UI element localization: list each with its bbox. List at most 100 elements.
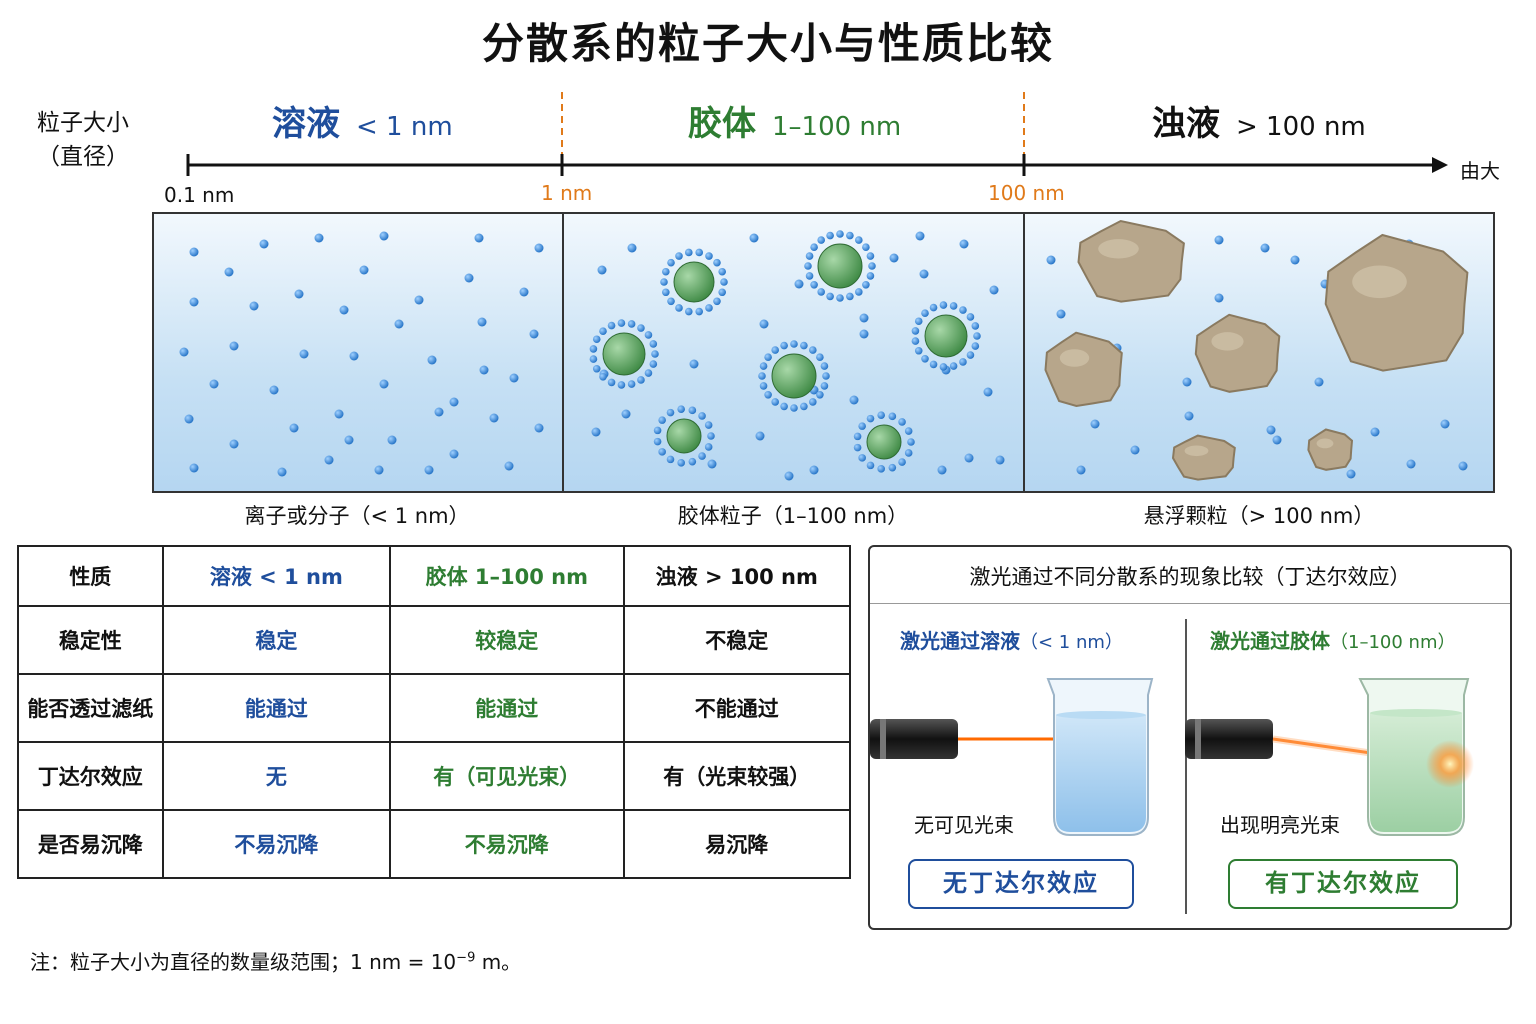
badge-no-tyndall: 无丁达尔效应	[908, 859, 1134, 909]
ion-particle	[334, 409, 344, 419]
ion-particle	[764, 391, 772, 399]
ion-particle	[959, 358, 967, 366]
suspended-particle	[1171, 434, 1236, 481]
suspended-particles-illustration	[1044, 219, 1469, 481]
colloid-particle	[666, 418, 702, 454]
ion-particle	[983, 387, 993, 397]
ion-particle	[784, 471, 794, 481]
segment-range: 1–100 nm	[772, 112, 902, 142]
ion-particle	[707, 459, 717, 469]
ion-particle	[666, 455, 675, 464]
ion-particle	[592, 364, 601, 373]
ion-particle	[866, 252, 875, 260]
ion-particle	[804, 262, 812, 270]
ion-particle	[989, 285, 999, 295]
colloid-particle	[673, 261, 715, 303]
ion-particle	[607, 378, 616, 387]
ion-particle	[822, 372, 830, 380]
ion-particle	[949, 362, 958, 370]
ion-particle	[704, 443, 713, 451]
ion-particle	[489, 413, 499, 423]
table-cell: 不易沉降	[161, 809, 392, 879]
ion-particle	[688, 406, 697, 415]
ion-particle	[229, 439, 239, 449]
ion-particle	[597, 265, 607, 275]
tyndall-box-title: 激光通过不同分散系的现象比较（丁达尔效应）	[969, 565, 1411, 589]
ion-particle	[662, 288, 670, 297]
ion-particle	[249, 301, 259, 311]
ion-particle	[836, 230, 844, 238]
solution-panel	[154, 214, 562, 491]
ion-particle	[929, 360, 938, 369]
ion-particle	[790, 404, 798, 412]
table-header-cell: 性质	[17, 545, 164, 607]
ion-particle	[1182, 377, 1192, 387]
ion-particle	[474, 233, 484, 243]
ion-particle	[810, 243, 818, 251]
table-row: 稳定性 稳定 较稳定 不稳定	[17, 605, 852, 675]
ion-particle	[299, 349, 309, 359]
ion-particle	[698, 412, 706, 420]
ion-particle	[684, 307, 693, 316]
ion-particle	[914, 317, 923, 326]
ion-particle	[759, 382, 768, 390]
ion-particle	[771, 398, 779, 406]
ion-particle	[1440, 419, 1450, 429]
ion-particle	[689, 359, 699, 369]
ion-particle	[617, 381, 626, 389]
ion-particle	[820, 362, 829, 370]
colloid-particle	[771, 353, 817, 399]
ion-particle	[780, 341, 788, 350]
scale-segment-suspension: 浊液> 100 nm	[1152, 96, 1366, 145]
ion-particle	[809, 465, 819, 475]
ion-particle	[859, 313, 869, 323]
ion-particle	[479, 365, 489, 375]
ion-particle	[424, 465, 434, 475]
ion-particle	[277, 467, 287, 477]
ion-particle	[519, 287, 529, 297]
table-cell: 不易沉降	[389, 809, 625, 879]
ion-particle	[1290, 255, 1300, 265]
ion-particle	[759, 319, 769, 329]
panel-caption-colloid: 胶体粒子（1–100 nm）	[677, 504, 909, 528]
ion-particle	[949, 302, 958, 310]
table-cell: 不能通过	[622, 673, 852, 743]
ion-particle	[862, 281, 870, 289]
tick-label: 1 nm	[541, 181, 593, 205]
ion-particle	[898, 418, 906, 426]
ion-particle	[427, 355, 437, 365]
ion-particle	[209, 379, 219, 389]
ion-particle	[667, 258, 675, 267]
ion-particle	[790, 340, 798, 348]
ion-particle	[971, 342, 980, 350]
ion-particle	[868, 262, 876, 270]
ion-particle	[817, 288, 825, 296]
ion-particle	[836, 294, 844, 302]
particle-panels	[152, 212, 1495, 493]
ion-particle	[755, 431, 765, 441]
ion-particle	[684, 248, 693, 257]
scale-segment-solution: 溶液< 1 nm	[272, 96, 453, 145]
ion-particle	[675, 304, 683, 312]
ion-particle	[1260, 243, 1270, 253]
ion-particle	[189, 247, 199, 257]
ion-particle	[764, 353, 772, 361]
ion-particle	[966, 313, 975, 321]
ion-particle	[1130, 445, 1140, 455]
tick-label: 0.1 nm	[164, 183, 235, 207]
ion-particle	[810, 281, 818, 289]
ion-particle	[695, 307, 704, 316]
ion-particle	[617, 319, 626, 327]
ion-particle	[504, 461, 514, 471]
ion-particle	[718, 267, 726, 276]
ion-particle	[907, 438, 915, 446]
laser-colloid-title: 激光通过胶体（1–100 nm）	[1210, 625, 1455, 654]
ion-particle	[1046, 255, 1056, 265]
table-cell: 不稳定	[622, 605, 852, 675]
colloid-particle	[602, 332, 646, 376]
ion-particle	[713, 258, 721, 267]
footnote-tail: m。	[475, 950, 522, 974]
ion-particle	[866, 414, 875, 423]
ion-particle	[862, 243, 870, 251]
ion-particle	[855, 288, 863, 296]
